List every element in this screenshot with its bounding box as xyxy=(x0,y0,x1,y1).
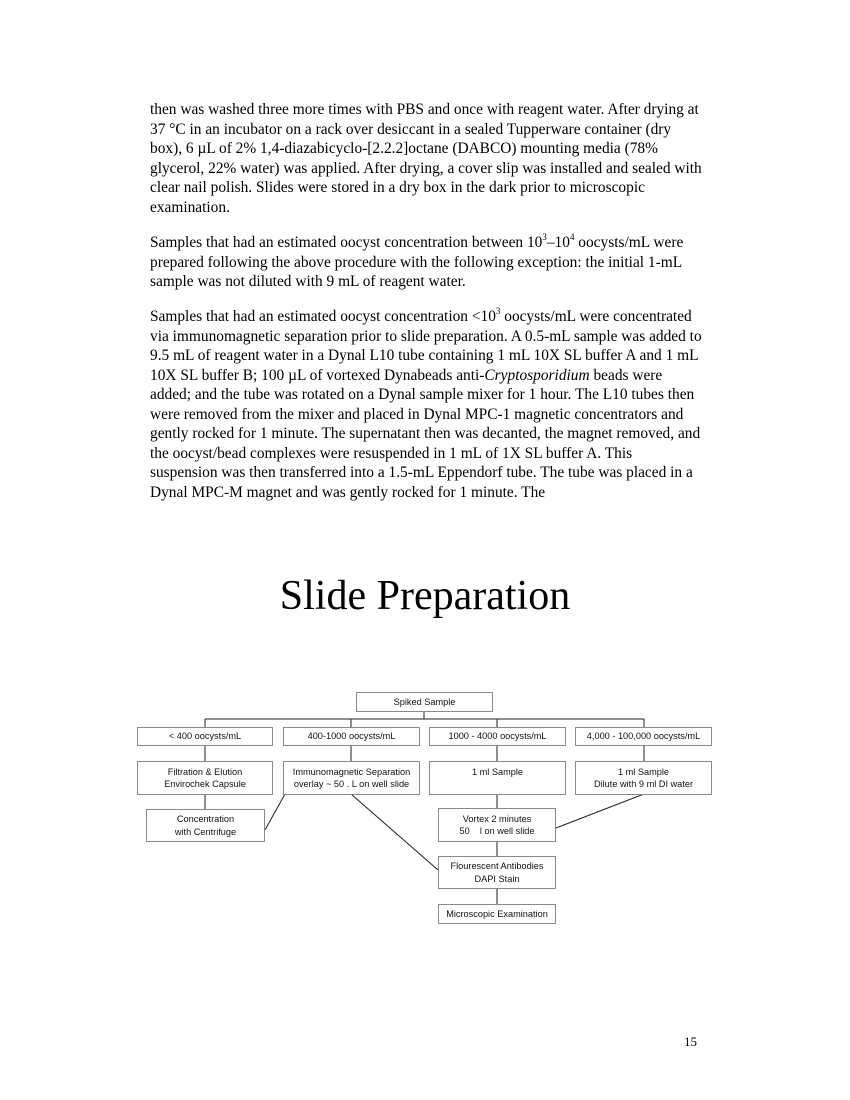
para2-text-b: –10 xyxy=(546,234,570,251)
para2-superscript-2: 4 xyxy=(569,231,575,242)
para3-text-b: oocysts/mL were concentrated via immunom… xyxy=(150,308,702,384)
filtration-line-1: Filtration & Elution xyxy=(167,766,243,777)
one-ml-sample-box: 1 ml Sample xyxy=(429,761,566,795)
spiked-sample-box: Spiked Sample xyxy=(356,692,493,712)
para3-text-a: Samples that had an estimated oocyst con… xyxy=(150,308,496,325)
vortex-line-1: Vortex 2 minutes xyxy=(462,813,532,824)
microscopic-label: Microscopic Examination xyxy=(446,908,548,919)
conc-4000-100000-box: 4,000 - 100,000 oocysts/mL xyxy=(575,727,712,746)
concentration-box: Concentration with Centrifuge xyxy=(146,809,265,842)
connector-concentration-to-ims xyxy=(264,793,286,831)
vortex-box: Vortex 2 minutes 50 l on well slide xyxy=(438,808,556,842)
conc-lt400-label: < 400 oocysts/mL xyxy=(168,731,242,742)
para2-text-a: Samples that had an estimated oocyst con… xyxy=(150,234,543,251)
body-paragraph-3: Samples that had an estimated oocyst con… xyxy=(150,305,702,502)
ims-box: Immunomagnetic Separation overlay ~ 50 .… xyxy=(283,761,420,795)
one-ml-sample-label: 1 ml Sample xyxy=(471,767,524,777)
connector-dilute-to-vortex xyxy=(555,793,645,829)
antibodies-line-2: DAPI Stain xyxy=(474,873,520,884)
figure-title: Slide Preparation xyxy=(279,573,571,619)
page-cut-mask xyxy=(150,520,710,532)
concentration-line-1: Concentration xyxy=(176,814,235,824)
concentration-line-2: with Centrifuge xyxy=(174,826,237,837)
ims-line-2: overlay ~ 50 . L on well slide xyxy=(293,779,410,789)
spiked-sample-label: Spiked Sample xyxy=(393,696,456,707)
para2-superscript-1: 3 xyxy=(542,231,547,242)
antibodies-line-1: Flourescent Antibodies xyxy=(450,861,544,871)
connector-ims-to-antibodies xyxy=(350,793,439,871)
conc-4000-100000-label: 4,000 - 100,000 oocysts/mL xyxy=(586,731,701,742)
antibodies-box: Flourescent Antibodies DAPI Stain xyxy=(438,856,556,889)
one-ml-dilute-line-2: Dilute with 9 ml DI water xyxy=(593,779,694,789)
conc-1000-4000-label: 1000 - 4000 oocysts/mL xyxy=(448,731,547,742)
para2-text-c: oocysts/mL were prepared following the a… xyxy=(150,234,684,290)
microscopic-box: Microscopic Examination xyxy=(438,904,556,924)
one-ml-dilute-line-1: 1 ml Sample xyxy=(617,766,670,777)
page-number: 15 xyxy=(684,1034,697,1049)
conc-1000-4000-box: 1000 - 4000 oocysts/mL xyxy=(429,727,566,746)
para3-text-c: beads were added; and the tube was rotat… xyxy=(150,366,701,501)
body-paragraph-1: then was washed three more times with PB… xyxy=(150,101,702,216)
para3-superscript: 3 xyxy=(495,305,501,316)
filtration-box: Filtration & Elution Envirochek Capsule xyxy=(137,761,273,795)
conc-lt400-box: < 400 oocysts/mL xyxy=(137,727,273,746)
conc-400-1000-box: 400-1000 oocysts/mL xyxy=(283,727,420,746)
vortex-line-2: 50 l on well slide xyxy=(459,826,535,836)
ims-line-1: Immunomagnetic Separation xyxy=(292,766,411,777)
conc-400-1000-label: 400-1000 oocysts/mL xyxy=(307,731,396,742)
filtration-line-2: Envirochek Capsule xyxy=(164,779,246,789)
para3-italic-cryptosporidium: Cryptosporidium xyxy=(484,366,590,384)
one-ml-dilute-box: 1 ml Sample Dilute with 9 ml DI water xyxy=(575,761,712,795)
body-paragraph-2: Samples that had an estimated oocyst con… xyxy=(150,231,702,292)
